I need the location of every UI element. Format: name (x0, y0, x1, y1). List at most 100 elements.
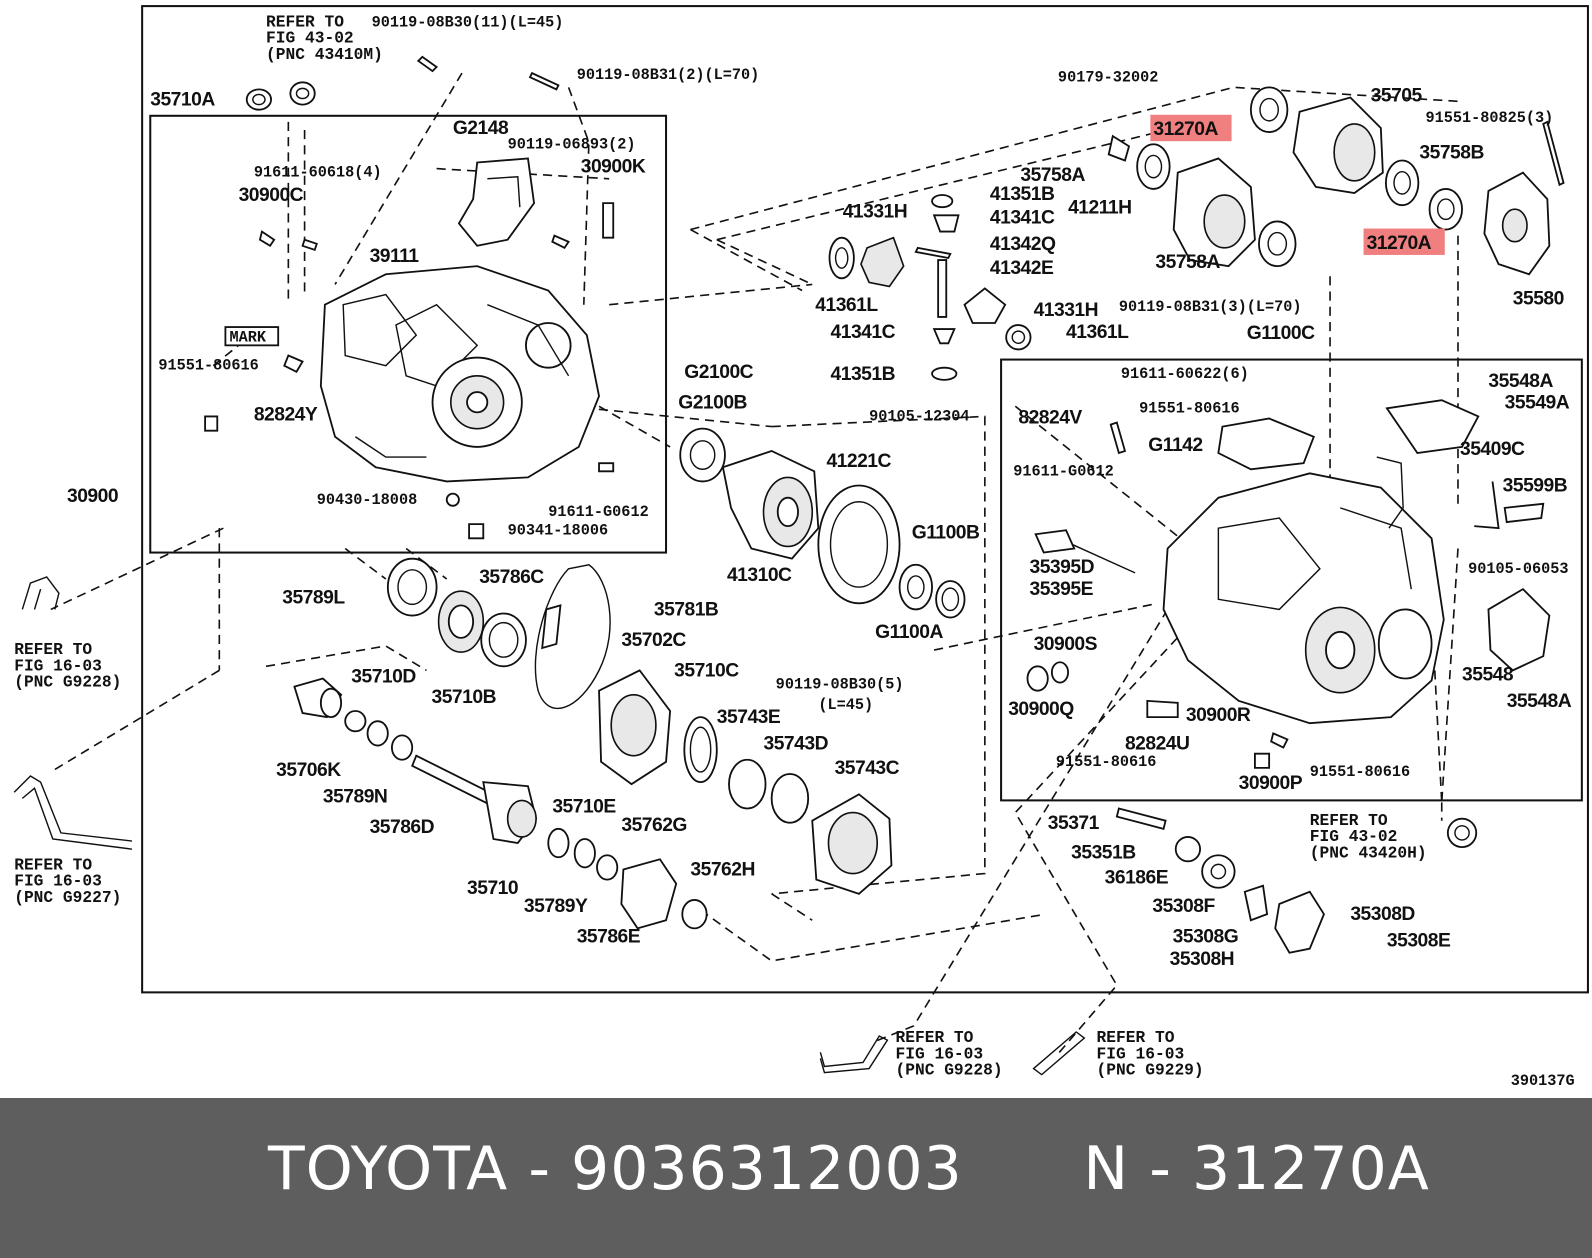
part-label-39111: 39111 (370, 246, 420, 267)
fastener-label: 90430-18008 (317, 491, 417, 509)
footer-separator-2: - (1149, 1134, 1172, 1204)
reference-line: REFER TO (266, 12, 344, 31)
reference-line: FIG 43-02 (266, 29, 354, 48)
part-label-30900: 30900 (67, 486, 118, 507)
part-label-35762g: 35762G (621, 815, 687, 836)
part-label-41341c: 41341C (831, 322, 896, 343)
seal-43410M (289, 81, 316, 106)
reference-line: REFER TO (14, 855, 92, 874)
fastener-label: 90105-06053 (1468, 560, 1568, 578)
transaxle-box (1000, 358, 1583, 802)
mark-box (224, 326, 280, 347)
part-label-35789n: 35789N (323, 786, 387, 807)
part-label-g1100c: G1100C (1247, 323, 1315, 344)
seal-35710A (245, 88, 273, 111)
part-label-g2100b: G2100B (678, 392, 747, 413)
footer-code: 31270A (1191, 1134, 1430, 1204)
part-label-31270a: 31270A (1153, 119, 1218, 140)
fastener-label: 91611-G0612 (1013, 462, 1113, 480)
fastener-label: 90119-08B30(5) (776, 676, 904, 694)
part-label-30900c: 30900C (239, 185, 304, 206)
part-label-35706k: 35706K (276, 760, 341, 781)
footer-bar: TOYOTA - 9036312003 N - 31270A (0, 1098, 1592, 1258)
reference-line: REFER TO (14, 640, 92, 659)
fastener-label: 90341-18006 (508, 521, 608, 539)
part-label-35710b: 35710B (432, 687, 497, 708)
part-label-41342e: 41342E (990, 258, 1054, 279)
fastener-label: 91551-80616 (158, 357, 258, 375)
reference-line: (PNC G9227) (14, 888, 121, 907)
part-label-41361l: 41361L (815, 295, 878, 316)
reference-line: (PNC 43410M) (266, 45, 383, 64)
oil-pump (1115, 807, 1478, 954)
part-label-35781b: 35781B (654, 600, 719, 621)
part-label-41361l: 41361L (1066, 322, 1129, 343)
part-label-41211h: 41211H (1068, 197, 1131, 218)
part-label-35789l: 35789L (282, 587, 345, 608)
part-label-41351b: 41351B (831, 364, 896, 385)
part-label-82824y: 82824Y (254, 405, 318, 426)
part-label-35710a: 35710A (150, 90, 215, 111)
reference-line: REFER TO (1097, 1028, 1175, 1047)
part-label-35702c: 35702C (621, 630, 686, 651)
lower-gearset (293, 557, 893, 930)
part-label-g2148: G2148 (453, 118, 509, 139)
diagram-svg: MARK (13, 5, 1589, 1090)
part-label-g1142: G1142 (1148, 435, 1202, 456)
part-label-35548a: 35548A (1507, 691, 1572, 712)
fastener-label: 91551-80616 (1139, 399, 1239, 417)
part-label-30900k: 30900K (581, 157, 646, 178)
output-gears (1107, 86, 1565, 276)
differential-41310C (679, 427, 966, 619)
fastener-label: 90105-12304 (869, 408, 969, 426)
fastener-label: 90119-08B30(11)(L=45) (372, 13, 564, 31)
part-label-35548a: 35548A (1488, 371, 1553, 392)
part-label-35308d: 35308D (1350, 904, 1415, 925)
fastener-label: 91611-G0612 (548, 503, 648, 521)
part-label-30900p: 30900P (1239, 773, 1303, 794)
reference-line: FIG 43-02 (1310, 827, 1398, 846)
part-label-35409c: 35409C (1460, 439, 1525, 460)
diagram-code: 390137G (1511, 1072, 1575, 1090)
part-label-35580: 35580 (1513, 289, 1564, 310)
fastener-label: 90119-08B31(2)(L=70) (577, 66, 760, 84)
footer-part-number: 9036312003 (571, 1134, 963, 1204)
fastener-label: 91611-60618(4) (254, 164, 382, 182)
footer-title: TOYOTA - 9036312003 N - 31270A (268, 1134, 1430, 1204)
mark-label: MARK (229, 328, 266, 346)
part-label-36186e: 36186E (1105, 868, 1169, 889)
part-label-35599b: 35599B (1503, 476, 1568, 497)
part-label-35758a: 35758A (1020, 165, 1085, 186)
part-label-35395d: 35395D (1030, 557, 1095, 578)
transaxle-case (1026, 399, 1551, 769)
reference-line: FIG 16-03 (14, 872, 102, 891)
housing-box (149, 114, 668, 554)
part-label-35786e: 35786E (577, 927, 641, 948)
part-label-35710e: 35710E (552, 797, 616, 818)
part-label-30900r: 30900R (1186, 705, 1251, 726)
reference-line: REFER TO (895, 1028, 973, 1047)
reference-line: (PNC G9228) (895, 1061, 1002, 1080)
part-label-35743d: 35743D (764, 734, 829, 755)
fastener-label: 91551-80616 (1310, 763, 1410, 781)
fastener-label: 91551-80616 (1056, 753, 1156, 771)
part-label-31270a: 31270A (1367, 233, 1432, 254)
part-label-35395e: 35395E (1030, 579, 1094, 600)
part-label-g1100a: G1100A (875, 622, 943, 643)
fastener-label: (L=45) (818, 696, 873, 714)
part-label-41331h: 41331H (843, 201, 907, 222)
part-label-35308f: 35308F (1152, 896, 1215, 917)
part-label-41331h: 41331H (1034, 300, 1098, 321)
footer-separator: - (528, 1134, 551, 1204)
part-labels: 35710AG214830900K30900C3911182824Y30900G… (67, 86, 1572, 970)
parts-diagram: MARK (13, 5, 1589, 1090)
part-label-35308h: 35308H (1170, 949, 1234, 970)
part-label-35786d: 35786D (370, 817, 435, 838)
